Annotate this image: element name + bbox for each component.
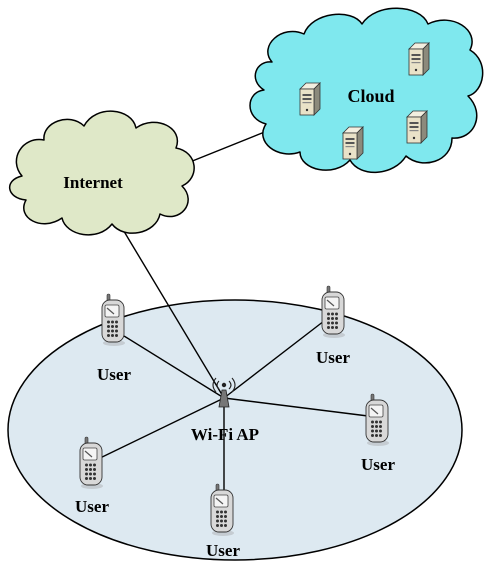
user-label: User [316, 348, 350, 367]
internet-cloud-shape [9, 110, 195, 236]
user-label: User [361, 455, 395, 474]
user-node: User [75, 436, 109, 516]
user-label: User [97, 365, 131, 384]
wifi-coverage-area [7, 299, 463, 561]
user-label: User [75, 497, 109, 516]
mobile-phone-icon [79, 436, 104, 490]
user-node: User [316, 285, 350, 367]
server-icon [408, 42, 430, 76]
wifi-antenna-icon [212, 377, 236, 408]
user-node: User [206, 483, 240, 560]
server-icon [406, 110, 428, 144]
user-node: User [97, 293, 131, 384]
link-ap-user-top-right [223, 320, 325, 399]
server-icon [299, 82, 321, 116]
user-node: User [361, 393, 395, 474]
wifi-ap-node: Wi-Fi AP [191, 377, 259, 444]
mobile-phone-icon [321, 285, 346, 339]
link-ap-user-top-left [123, 335, 225, 399]
wifi-ap-label: Wi-Fi AP [191, 425, 259, 444]
user-label: User [206, 541, 240, 560]
cloud-node: Cloud [249, 7, 484, 174]
server-icon [342, 126, 364, 160]
internet-node: Internet [9, 110, 195, 236]
link-ap-user-right [223, 397, 369, 417]
cloud-label: Cloud [347, 86, 394, 106]
mobile-phone-icon [365, 393, 390, 447]
link-ap-user-left [95, 397, 225, 461]
link-internet-ap [121, 227, 225, 399]
mobile-phone-icon [210, 483, 235, 537]
mobile-phone-icon [101, 293, 126, 347]
internet-label: Internet [63, 173, 123, 192]
